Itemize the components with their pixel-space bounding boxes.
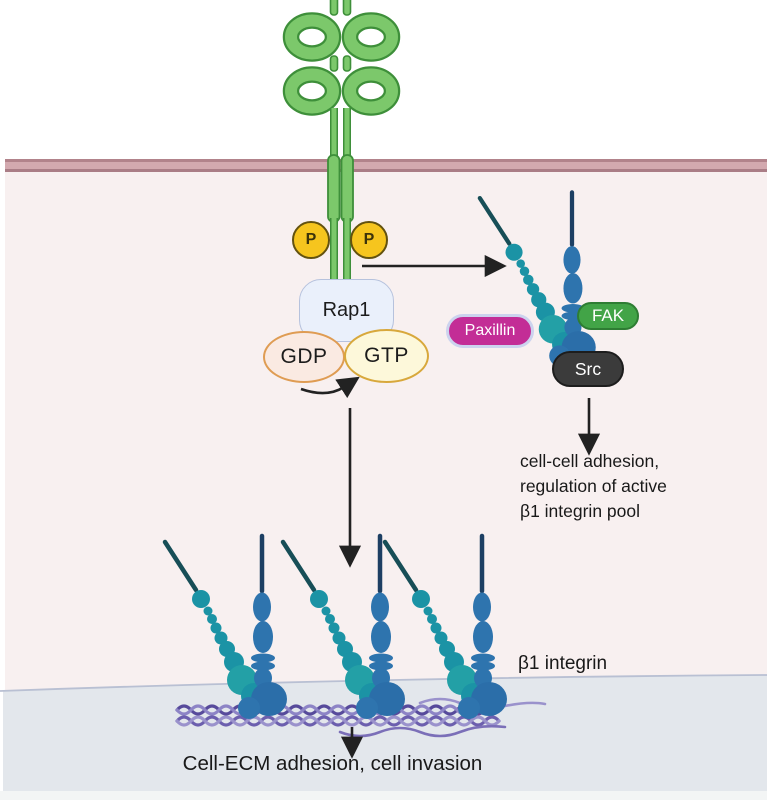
phosphorylation-badge-left: P [292, 221, 330, 259]
gdp-label: GDP [280, 345, 328, 368]
fak-label: FAK [591, 306, 625, 325]
paxillin-label: Paxillin [464, 322, 516, 339]
arrows [300, 254, 601, 759]
fak-node: FAK [577, 302, 639, 330]
receptor-loop-unit-2 [282, 66, 401, 116]
plasma-membrane-band [5, 159, 767, 172]
canvas-bottom-margin [0, 791, 767, 800]
gtp-label: GTP [364, 344, 409, 367]
rap1-label: Rap1 [322, 299, 371, 321]
src-label: Src [574, 358, 602, 379]
phospho-label: P [305, 231, 317, 248]
gtp-node: GTP [344, 329, 429, 383]
phospho-label: P [363, 231, 375, 248]
outcome-line-2: regulation of active [520, 476, 667, 496]
src-node: Src [552, 351, 624, 387]
arrow-gdp-to-gtp [300, 376, 360, 399]
b1-integrin-label: β1 integrin [518, 653, 608, 674]
receptor-loop-unit-1 [282, 12, 401, 62]
cell-ecm-adhesion-outcome-text: Cell-ECM adhesion, cell invasion [182, 752, 483, 775]
outcome-line-3: β1 integrin pool [520, 501, 641, 521]
gdp-node: GDP [263, 331, 345, 383]
outcome-line-1: cell-cell adhesion, [520, 451, 660, 471]
paxillin-node: Paxillin [446, 314, 534, 348]
cell-cell-adhesion-outcome-text: cell-cell adhesion, regulation of active… [520, 449, 700, 524]
phosphorylation-badge-right: P [350, 221, 388, 259]
receptor-dimer [282, 0, 401, 283]
rap1-node: Rap1 [299, 279, 394, 342]
